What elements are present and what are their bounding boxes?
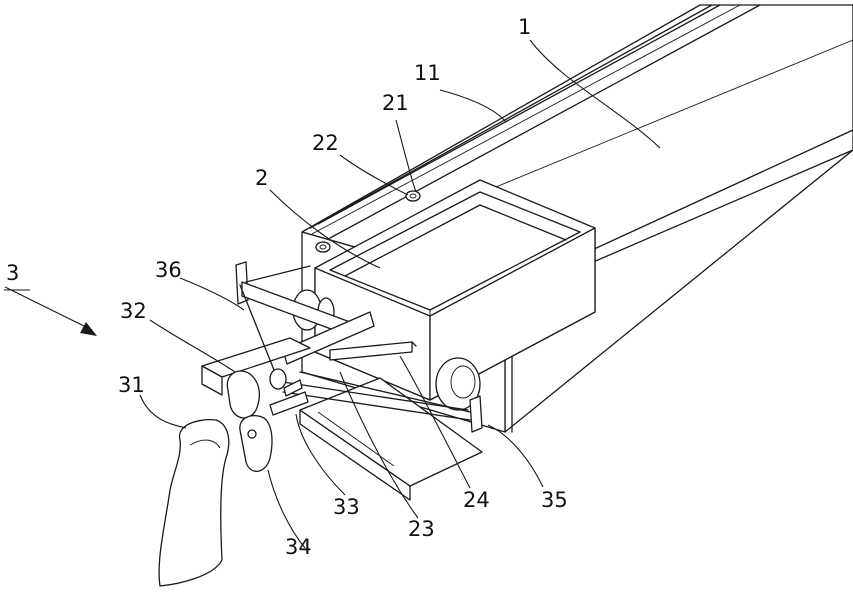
label-24: 24 [463,488,490,512]
label-3: 3 [6,261,19,285]
label-1: 1 [518,15,531,39]
handle-31 [159,420,229,586]
label-23: 23 [408,517,435,541]
arrow-3 [4,287,97,336]
label-34: 34 [285,535,312,559]
label-21: 21 [382,91,409,115]
arm-34 [240,416,272,472]
bolt-22 [316,242,330,252]
label-22: 22 [312,131,339,155]
label-11: 11 [414,61,441,85]
bolt-21 [406,191,420,201]
label-36: 36 [155,258,182,282]
label-33: 33 [333,495,360,519]
label-31: 31 [118,373,145,397]
label-2: 2 [255,166,268,190]
label-35: 35 [541,488,568,512]
label-32: 32 [120,299,147,323]
